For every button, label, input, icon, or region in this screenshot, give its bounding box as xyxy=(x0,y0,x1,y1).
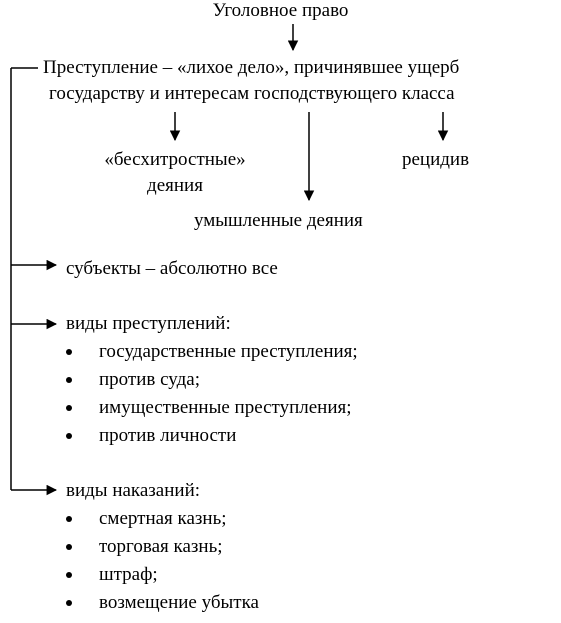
list-bullet xyxy=(66,544,72,550)
list-item: против суда; xyxy=(99,369,200,390)
list-item: смертная казнь; xyxy=(99,508,227,529)
list-bullet xyxy=(66,433,72,439)
root-node: Уголовное право xyxy=(212,0,349,21)
simple-acts-line-2: деяния xyxy=(147,175,203,196)
list-item: имущественные преступления; xyxy=(99,397,352,418)
list-item: против личности xyxy=(99,425,237,446)
list-bullet xyxy=(66,572,72,578)
crime-types-title: виды преступлений: xyxy=(66,313,231,334)
definition-line-2: государству и интересам господствующего … xyxy=(49,83,455,104)
list-item: государственные преступления; xyxy=(99,341,358,362)
intentional-acts-node: умышленные деяния xyxy=(194,210,363,231)
list-item: возмещение убытка xyxy=(99,592,259,613)
list-bullet xyxy=(66,377,72,383)
definition-line-1: Преступление – «лихое дело», причинявшее… xyxy=(43,57,460,78)
punishment-types-title: виды наказаний: xyxy=(66,480,201,501)
list-item: торговая казнь; xyxy=(99,536,223,557)
list-bullet xyxy=(66,516,72,522)
list-bullet xyxy=(66,405,72,411)
list-bullet xyxy=(66,349,72,355)
subjects-node: субъекты – абсолютно все xyxy=(66,258,278,279)
simple-acts-line-1: «бесхитростные» xyxy=(104,149,246,170)
recidivism-node: рецидив xyxy=(402,149,470,170)
list-item: штраф; xyxy=(99,564,158,585)
list-bullet xyxy=(66,600,72,606)
